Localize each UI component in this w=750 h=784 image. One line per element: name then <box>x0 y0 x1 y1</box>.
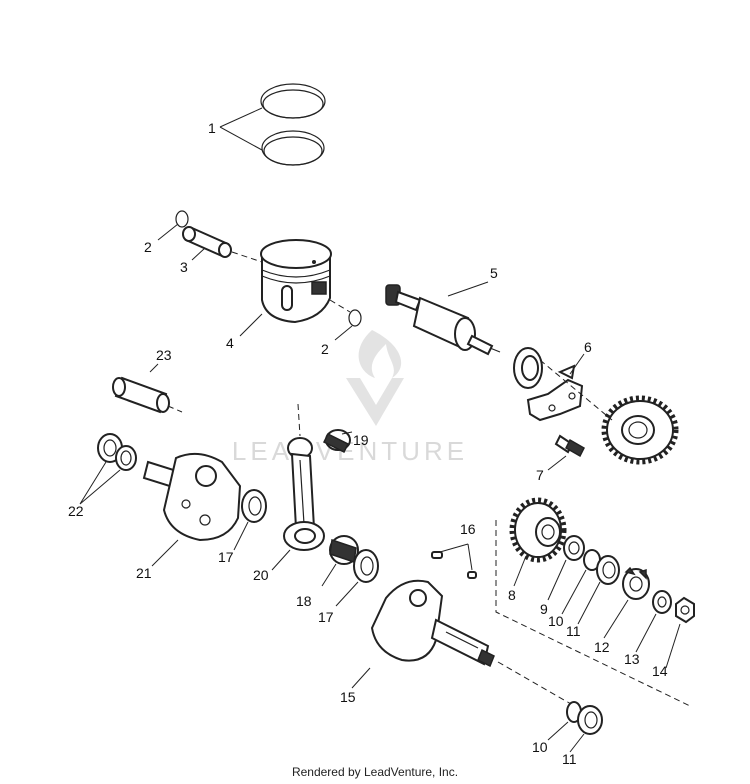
piston[interactable] <box>260 239 332 324</box>
retainer-plate[interactable] <box>526 364 584 422</box>
watermark-v-icon <box>346 378 404 426</box>
callout-22: 22 <box>68 503 84 519</box>
callout-10b: 10 <box>532 739 548 755</box>
thrust-washer-left[interactable] <box>241 489 267 523</box>
callout-6: 6 <box>584 339 592 355</box>
connecting-rod[interactable] <box>283 437 325 551</box>
callout-18: 18 <box>296 593 312 609</box>
callout-9: 9 <box>540 601 548 617</box>
callout-4: 4 <box>226 335 234 351</box>
callout-11a: 11 <box>566 623 581 639</box>
hex-nut[interactable] <box>675 596 695 624</box>
big-end-needle-bearing[interactable] <box>329 535 359 565</box>
piston-pin[interactable] <box>182 226 232 258</box>
callout-19: 19 <box>353 432 369 448</box>
callout-12: 12 <box>594 639 610 655</box>
driven-gear-large[interactable] <box>601 395 679 465</box>
callout-20: 20 <box>253 567 269 583</box>
callout-15: 15 <box>340 689 356 705</box>
piston-rings[interactable] <box>260 83 326 166</box>
watermark: LEADVENTURE <box>232 330 464 466</box>
drive-shaft-assembly[interactable] <box>385 284 501 356</box>
thrust-washer-right[interactable] <box>353 549 379 583</box>
callout-16: 16 <box>460 521 476 537</box>
callout-17a: 17 <box>218 549 234 565</box>
callout-14: 14 <box>652 663 668 679</box>
woodruff-keys[interactable] <box>431 551 477 579</box>
flat-washer[interactable] <box>652 590 672 614</box>
callout-17b: 17 <box>318 609 334 625</box>
callout-10a: 10 <box>548 613 564 629</box>
shaft-bearing[interactable] <box>513 347 543 389</box>
callout-8: 8 <box>508 587 516 603</box>
watermark-flame-icon <box>358 330 402 378</box>
piston-pin-circlip-right[interactable] <box>348 309 362 327</box>
main-bearing[interactable] <box>596 555 620 585</box>
crankshaft-left-half[interactable] <box>142 452 242 542</box>
crankshaft-right-half[interactable] <box>370 579 495 668</box>
crankshaft-shims[interactable] <box>97 433 137 471</box>
callout-2b: 2 <box>321 341 329 357</box>
callout-7: 7 <box>536 467 544 483</box>
retainer-bolt[interactable] <box>554 434 585 458</box>
callout-1: 1 <box>208 120 216 136</box>
callout-23: 23 <box>156 347 172 363</box>
callout-2a: 2 <box>144 239 152 255</box>
callout-5: 5 <box>490 265 498 281</box>
callout-3: 3 <box>180 259 188 275</box>
drive-gear[interactable] <box>509 497 567 563</box>
small-end-needle-bearing[interactable] <box>322 429 351 454</box>
spacer-ring[interactable] <box>563 535 585 561</box>
callout-21: 21 <box>136 565 152 581</box>
callout-11b: 11 <box>562 751 577 767</box>
crank-pin[interactable] <box>112 376 170 414</box>
castle-nut[interactable] <box>622 566 650 600</box>
footer-credit: Rendered by LeadVenture, Inc. <box>291 765 459 779</box>
piston-pin-circlip-left[interactable] <box>175 210 189 228</box>
callout-13: 13 <box>624 651 640 667</box>
main-bearing-lower[interactable] <box>577 705 603 735</box>
